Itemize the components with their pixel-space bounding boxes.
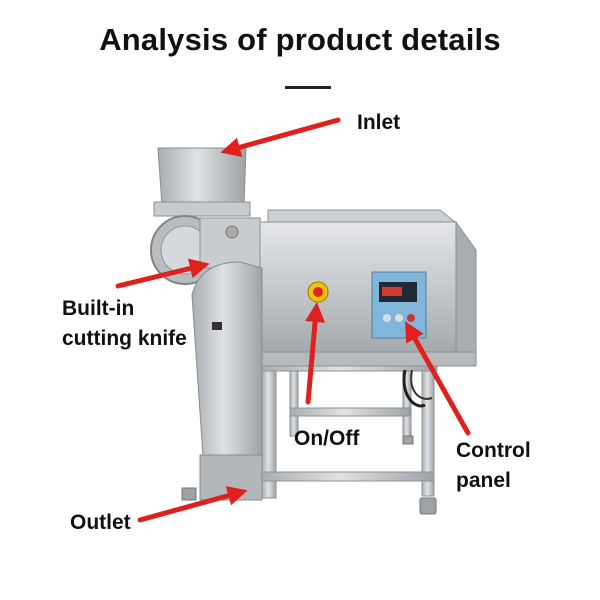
label-cutting-knife-line-2: cutting knife [62, 327, 187, 351]
arrow-control-panel [405, 321, 471, 436]
machine-feet [181, 435, 437, 515]
control-panel-box [371, 271, 427, 339]
arrow-cutting-knife [115, 258, 210, 289]
label-cutting-knife-line-1: Built-in [62, 297, 135, 320]
outlet-chute [191, 261, 263, 501]
arrow-on-off [305, 302, 326, 405]
title-divider [285, 86, 331, 89]
frame-mid-rail [289, 407, 411, 417]
page-title: Analysis of product details [99, 22, 501, 57]
machine-body [255, 209, 477, 367]
label-on-off: On/Off [294, 427, 360, 450]
arrow-inlet [220, 117, 341, 157]
label-control-panel-line-1: Control [456, 439, 531, 462]
frame-bottom-rail [261, 471, 435, 482]
callout-arrows [115, 117, 471, 523]
label-inlet: Inlet [357, 111, 401, 134]
label-control-panel-line-2: panel [456, 469, 511, 493]
power-cable [402, 369, 426, 408]
label-control-panel: Control panel [456, 436, 531, 497]
emergency-stop-button [307, 281, 329, 303]
arrow-outlet [137, 486, 248, 523]
label-outlet: Outlet [70, 511, 131, 534]
inlet-hopper [153, 147, 251, 217]
label-cutting-knife: Built-in cutting knife [62, 294, 187, 355]
